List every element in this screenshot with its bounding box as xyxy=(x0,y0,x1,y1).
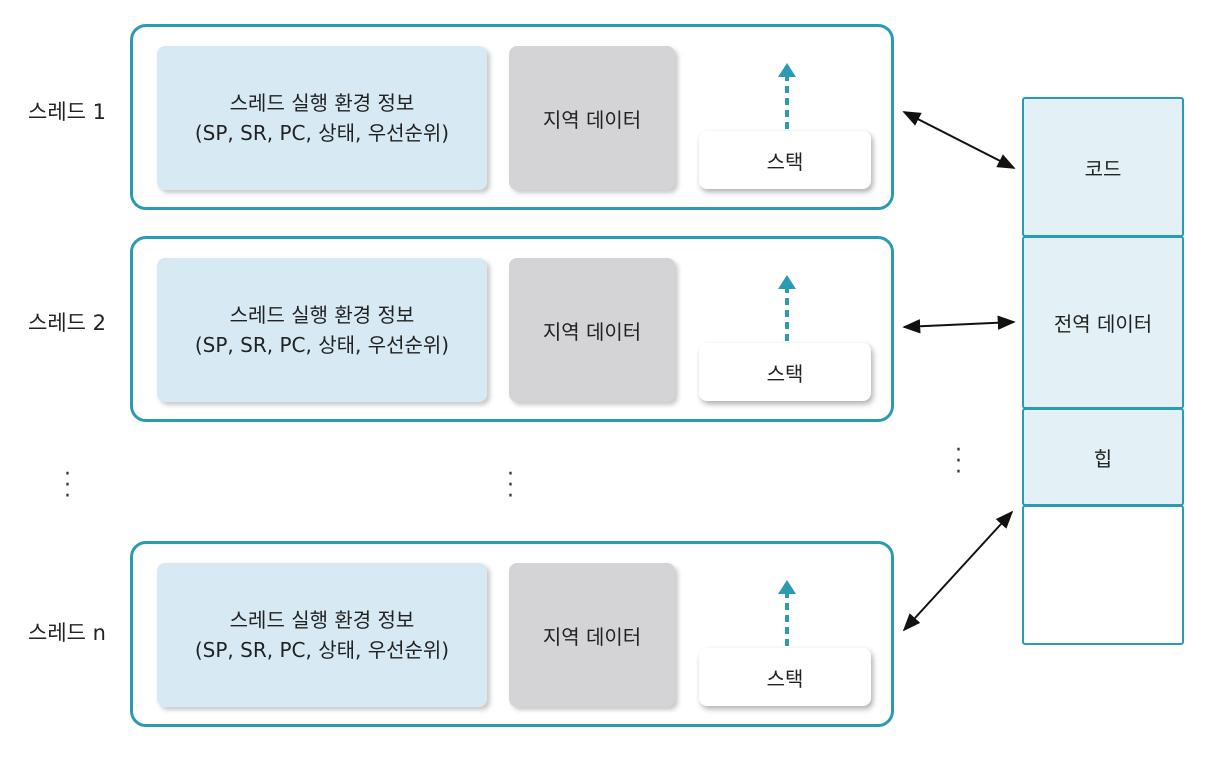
stack-growth-arrow-icon xyxy=(778,580,796,646)
local-data-box: 지역 데이터 xyxy=(509,258,675,402)
stack-box: 스택 xyxy=(699,343,871,401)
thread-label: 스레드 1 xyxy=(28,100,106,124)
code-segment: 코드 xyxy=(1022,97,1184,237)
stack-growth-arrow-icon xyxy=(778,275,796,341)
global-data-segment: 전역 데이터 xyxy=(1022,236,1184,409)
thread-block: 스레드 실행 환경 정보 (SP, SR, PC, 상태, 우선순위) 지역 데… xyxy=(130,24,894,210)
ellipsis-icon: ··· xyxy=(64,462,71,509)
heap-free-area xyxy=(1022,505,1184,645)
execution-context-title: 스레드 실행 환경 정보 xyxy=(229,91,415,115)
stack-box: 스택 xyxy=(699,648,871,706)
thread-label: 스레드 n xyxy=(28,621,106,645)
local-data-box: 지역 데이터 xyxy=(509,46,675,190)
thread-block: 스레드 실행 환경 정보 (SP, SR, PC, 상태, 우선순위) 지역 데… xyxy=(130,236,894,422)
execution-context-box: 스레드 실행 환경 정보 (SP, SR, PC, 상태, 우선순위) xyxy=(157,563,487,707)
thread-block: 스레드 실행 환경 정보 (SP, SR, PC, 상태, 우선순위) 지역 데… xyxy=(130,541,894,727)
execution-context-detail: (SP, SR, PC, 상태, 우선순위) xyxy=(194,121,450,145)
execution-context-detail: (SP, SR, PC, 상태, 우선순위) xyxy=(194,638,450,662)
ellipsis-icon: ··· xyxy=(955,438,962,485)
ellipsis-icon: ··· xyxy=(507,462,514,509)
stack-growth-arrow-icon xyxy=(778,63,796,129)
execution-context-detail: (SP, SR, PC, 상태, 우선순위) xyxy=(194,333,450,357)
execution-context-title: 스레드 실행 환경 정보 xyxy=(229,303,415,327)
execution-context-box: 스레드 실행 환경 정보 (SP, SR, PC, 상태, 우선순위) xyxy=(157,258,487,402)
stack-box: 스택 xyxy=(699,131,871,189)
thread-n-heap-link xyxy=(902,510,1014,632)
thread-2-global-data-link xyxy=(902,315,1016,334)
thread-1-code-link xyxy=(902,111,1016,169)
execution-context-box: 스레드 실행 환경 정보 (SP, SR, PC, 상태, 우선순위) xyxy=(157,46,487,190)
thread-label: 스레드 2 xyxy=(28,311,106,335)
heap-segment: 힙 xyxy=(1022,408,1184,506)
local-data-box: 지역 데이터 xyxy=(509,563,675,707)
execution-context-title: 스레드 실행 환경 정보 xyxy=(229,608,415,632)
